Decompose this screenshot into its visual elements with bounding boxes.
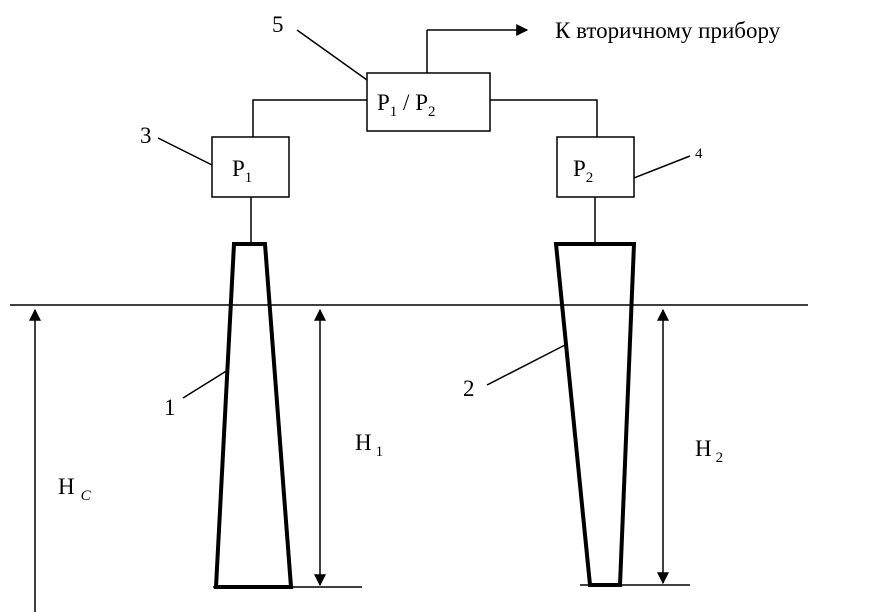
output-label: К вторичному прибору xyxy=(555,18,781,43)
callout-4: 4 xyxy=(695,146,703,162)
pressure-sensor-p2-label: P2 xyxy=(573,156,593,186)
ratio-block xyxy=(366,72,491,132)
callout-leaders xyxy=(157,29,691,399)
pressure-sensor-p2 xyxy=(556,136,635,198)
callout-1: 1 xyxy=(164,395,176,420)
probe-2 xyxy=(553,242,637,587)
callout-3: 3 xyxy=(140,123,152,148)
callout-5: 5 xyxy=(272,12,284,37)
connection-wires xyxy=(250,99,598,243)
ratio-block-label: P1 / P2 xyxy=(377,90,435,120)
output-signal-line xyxy=(426,24,529,73)
probe-1 xyxy=(213,242,294,589)
pressure-sensor-p1-label: P1 xyxy=(232,156,252,186)
callout-2: 2 xyxy=(463,376,475,401)
pressure-sensor-p1 xyxy=(211,136,290,198)
